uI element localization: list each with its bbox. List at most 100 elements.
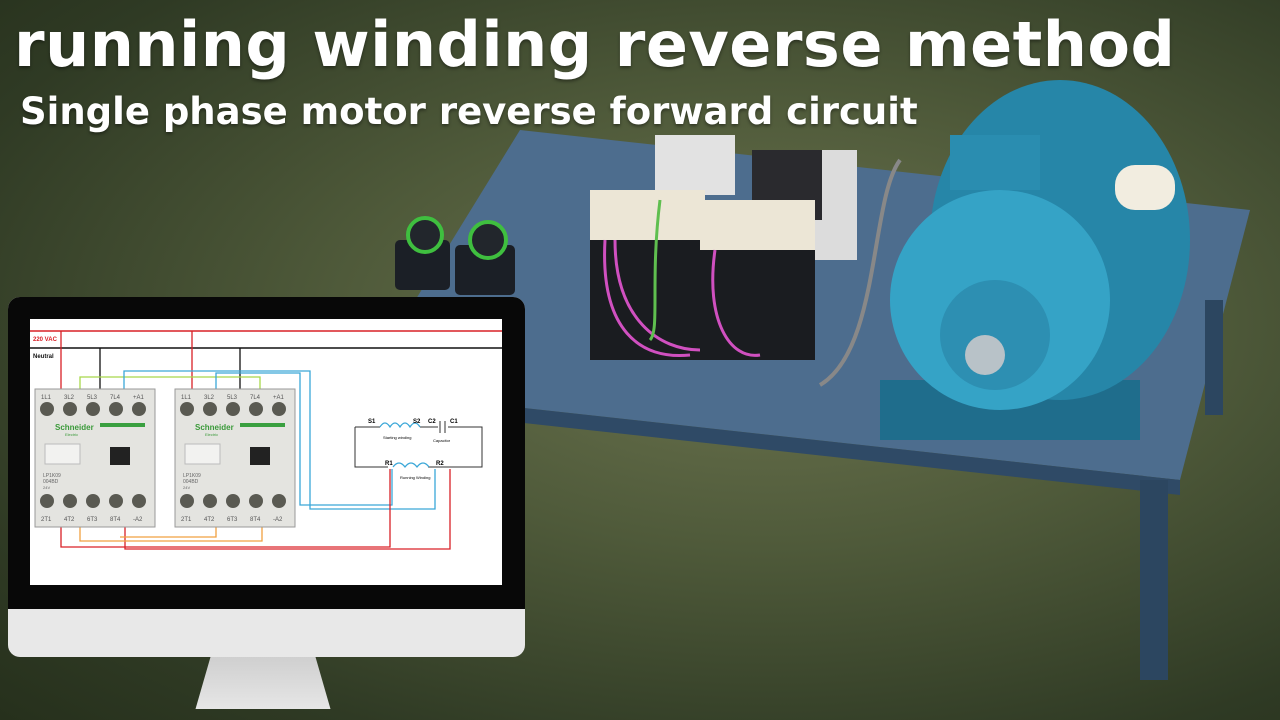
video-title: running winding reverse method xyxy=(14,8,1176,81)
terminal-label: 4T2 xyxy=(204,517,215,523)
terminal-label: 7L4 xyxy=(250,395,261,401)
s2-label: S2 xyxy=(413,419,421,425)
monitor-bezel: 220 VAC Neutral 1L1 3L2 5L3 7L4 +A1 2T1 4T2 6T3… xyxy=(8,297,525,609)
motor-circuit-loop xyxy=(354,426,483,468)
brand-stripe xyxy=(100,423,145,427)
brand-logo: Schneider xyxy=(195,423,234,432)
table-leg xyxy=(1205,300,1223,415)
terminal-label: 1L1 xyxy=(181,395,192,401)
terminal-label: 6T3 xyxy=(87,517,98,523)
voltage-label: 24V xyxy=(43,485,50,490)
terminal-screw xyxy=(132,402,146,416)
selector-switch-knob xyxy=(468,220,508,260)
terminal-screw xyxy=(86,402,100,416)
wire xyxy=(648,199,662,342)
terminal-label: 8T4 xyxy=(110,517,121,523)
terminal-label: 1L1 xyxy=(41,395,52,401)
motor-capacitor xyxy=(1115,165,1175,210)
model-label: 004BD xyxy=(183,479,199,485)
label-window xyxy=(44,443,81,465)
diagram-wire xyxy=(120,524,217,538)
terminal-label: 4T2 xyxy=(64,517,75,523)
diagram-wire xyxy=(123,370,436,510)
running-winding-label: Running Winding xyxy=(400,475,430,480)
monitor: 220 VAC Neutral 1L1 3L2 5L3 7L4 +A1 2T1 4T2 6T3… xyxy=(8,297,525,709)
terminal-screw xyxy=(40,494,54,508)
wiring-diagram: 220 VAC Neutral 1L1 3L2 5L3 7L4 +A1 2T1 4T2 6T3… xyxy=(30,330,502,550)
monitor-screen: 220 VAC Neutral 1L1 3L2 5L3 7L4 +A1 2T1 4T2 6T3… xyxy=(30,319,502,585)
video-subtitle: Single phase motor reverse forward circu… xyxy=(20,90,918,133)
r2-label: R2 xyxy=(436,461,444,467)
diagram-wire xyxy=(79,376,261,397)
r1-label: R1 xyxy=(385,461,393,467)
brand-sub: Electric xyxy=(65,432,78,437)
terminal-screw xyxy=(63,494,77,508)
table-leg xyxy=(1140,480,1168,680)
terminal-label: 3L2 xyxy=(204,395,215,401)
motor-circuit: S1 S2 C2 C1 Starting winding Capacitor R… xyxy=(354,419,483,480)
terminal-screw xyxy=(226,402,240,416)
terminal-screw xyxy=(272,402,286,416)
terminal-screw xyxy=(203,402,217,416)
model-label: LP1K09 xyxy=(43,473,61,479)
terminal-screw xyxy=(180,402,194,416)
brand-stripe xyxy=(240,423,285,427)
diagram-wire xyxy=(215,372,393,506)
contactor-3d-face xyxy=(700,200,815,250)
terminal-screw xyxy=(180,494,194,508)
selector-switch xyxy=(395,240,450,290)
diagram-wire xyxy=(79,524,263,542)
starting-winding-coil xyxy=(379,422,421,429)
terminal-label: 3L2 xyxy=(64,395,75,401)
table-edge xyxy=(360,390,1180,495)
brand-sub: Electric xyxy=(205,432,218,437)
starting-winding-label: Starting winding xyxy=(383,435,411,440)
c1-label: C1 xyxy=(450,419,458,425)
motor-endbell-inner xyxy=(940,280,1050,390)
circuit-breaker xyxy=(655,135,735,195)
model-label: LP1K09 xyxy=(183,473,201,479)
terminal-screw xyxy=(63,402,77,416)
running-winding-coil xyxy=(392,462,430,468)
terminal-screw xyxy=(109,494,123,508)
selector-switch-knob xyxy=(406,216,444,254)
contactor-3d-face xyxy=(590,190,705,240)
diagram-wire xyxy=(60,469,391,548)
diagram-wires xyxy=(60,331,451,550)
brand-logo: Schneider xyxy=(55,423,94,432)
terminal-label: +A1 xyxy=(133,395,145,401)
terminal-label: 2T1 xyxy=(41,517,52,523)
terminal-label: 7L4 xyxy=(110,395,121,401)
contact-indicator xyxy=(250,447,270,465)
terminal-screw xyxy=(272,494,286,508)
label-window xyxy=(184,443,221,465)
terminal-screw xyxy=(40,402,54,416)
terminal-label: -A2 xyxy=(133,517,143,523)
motor-terminal-box xyxy=(950,135,1040,190)
s1-label: S1 xyxy=(368,419,376,425)
selector-switch xyxy=(455,245,515,295)
contact-indicator xyxy=(110,447,130,465)
terminal-label: -A2 xyxy=(273,517,283,523)
terminal-screw xyxy=(226,494,240,508)
model-label: 004BD xyxy=(43,479,59,485)
terminal-label: 5L3 xyxy=(227,395,238,401)
wire xyxy=(603,239,761,358)
terminal-label: +A1 xyxy=(273,395,285,401)
capacitor-label: Capacitor xyxy=(433,438,451,443)
neutral-label: Neutral xyxy=(33,354,54,360)
terminal-screw xyxy=(109,402,123,416)
supply-label: 220 VAC xyxy=(33,337,58,343)
terminal-screw xyxy=(203,494,217,508)
c2-label: C2 xyxy=(428,419,436,425)
voltage-label: 24V xyxy=(183,485,190,490)
terminal-screw xyxy=(132,494,146,508)
motor-shaft xyxy=(965,335,1005,375)
terminal-label: 2T1 xyxy=(181,517,192,523)
terminal-screw xyxy=(86,494,100,508)
terminal-screw xyxy=(249,494,263,508)
monitor-stand xyxy=(195,657,331,709)
